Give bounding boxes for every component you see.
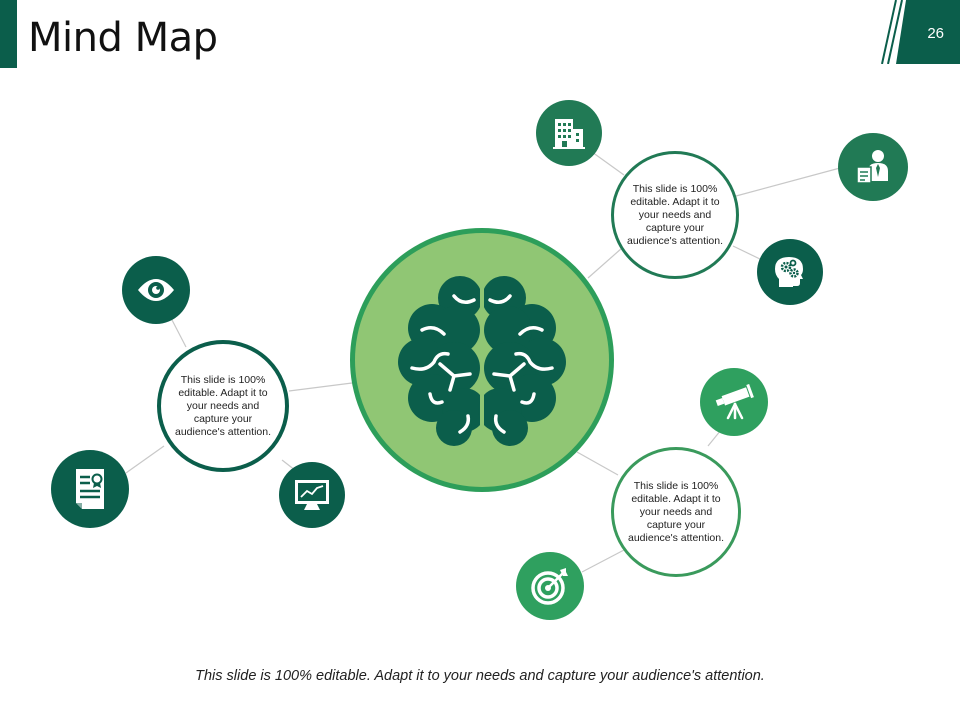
eye-icon bbox=[122, 256, 190, 324]
footer-caption: This slide is 100% editable. Adapt it to… bbox=[195, 668, 765, 684]
top-right-text-node: This slide is 100% editable. Adapt it to… bbox=[611, 151, 739, 279]
left-text-node: This slide is 100% editable. Adapt it to… bbox=[157, 340, 289, 472]
title-accent-bar bbox=[0, 0, 17, 68]
left-node-text: This slide is 100% editable. Adapt it to… bbox=[175, 373, 271, 438]
brain-icon bbox=[350, 228, 614, 492]
page-number: 26 bbox=[927, 25, 944, 42]
corner-decoration bbox=[881, 0, 960, 64]
target-icon bbox=[516, 552, 584, 620]
page-title: Mind Map bbox=[28, 15, 218, 61]
top-right-node-text: This slide is 100% editable. Adapt it to… bbox=[627, 182, 723, 247]
building-icon bbox=[536, 100, 602, 166]
telescope-icon bbox=[700, 368, 768, 436]
monitor-chart-icon bbox=[279, 462, 345, 528]
bottom-right-text-node: This slide is 100% editable. Adapt it to… bbox=[611, 447, 741, 577]
certificate-icon bbox=[51, 450, 129, 528]
bottom-right-node-text: This slide is 100% editable. Adapt it to… bbox=[628, 479, 724, 544]
head-gears-icon bbox=[757, 239, 823, 305]
businessman-icon bbox=[838, 133, 908, 201]
